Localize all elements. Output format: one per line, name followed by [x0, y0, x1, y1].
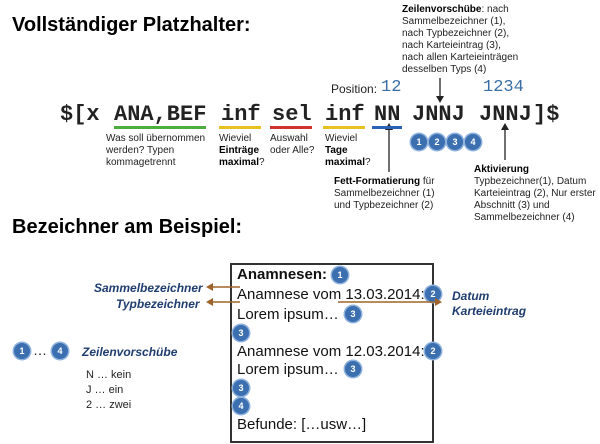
legend-dots: …: [33, 342, 47, 358]
desc-line: oder Alle?: [270, 145, 315, 156]
desc-inf-1: Wieviel Einträge maximal?: [219, 133, 274, 169]
desc-line: Typbezeichner(1), Datum: [474, 176, 587, 187]
desc-line: Was soll übernommen: [106, 133, 206, 144]
example-circle-3d: 3: [233, 380, 249, 396]
arrow-datum-head: [435, 298, 442, 306]
desc-post: ?: [259, 157, 265, 168]
syntax-jnnj-1: JNNJ: [412, 102, 465, 127]
underline-yellow-2: [323, 126, 365, 129]
desc-line: werden? Typen: [106, 145, 175, 156]
desc-sel: Auswahl oder Alle?: [270, 133, 325, 157]
circle-3: 3: [447, 134, 463, 150]
example-heading-text: Anamnesen: [237, 266, 323, 283]
label-zeilenvorschuebe: Zeilenvorschübe: [82, 345, 178, 359]
desc-line: für: [420, 176, 435, 187]
desc-line: Abschnitt (3) und: [474, 200, 550, 211]
underline-green: [114, 126, 206, 129]
arrow-down-head: [436, 96, 444, 103]
desc-line: Wieviel: [219, 133, 252, 144]
example-circle-3b: 3: [233, 325, 249, 341]
example-line-3: Anamnese vom 12.03.2014:: [237, 343, 425, 360]
desc-inf-2: Wieviel Tage maximal?: [325, 133, 380, 169]
desc-ana-bef: Was soll übernommen werden? Typen kommag…: [106, 133, 216, 169]
zeilenvorschuebe-note-line: nach allen Karteieinträgen: [402, 52, 519, 63]
syntax-ana-bef: ANA,BEF: [114, 102, 207, 127]
syntax-prefix: $[x: [60, 102, 100, 127]
example-circle-1: 1: [332, 267, 348, 283]
underline-blue: [372, 126, 402, 129]
arrow-sammel-head: [206, 283, 213, 291]
example-line-1: Anamnese vom 13.03.2014:: [237, 286, 425, 303]
syntax-suffix: ]$: [533, 102, 560, 127]
desc-bold: Aktivierung: [474, 164, 530, 175]
example-circle-3: 3: [345, 306, 361, 322]
desc-bold: Einträge: [219, 145, 260, 156]
example-line-5: Befunde: […usw…]: [237, 416, 367, 433]
underline-yellow: [219, 126, 261, 129]
circle-1: 1: [411, 134, 427, 150]
position-num-12: 12: [381, 78, 402, 97]
desc-line: Sammelbezeichner (4): [474, 212, 575, 223]
desc-line: Wieviel: [325, 133, 358, 144]
zeilenvorschuebe-note: Zeilenvorschübe: nach Sammelbezeichner (…: [402, 4, 582, 76]
zeilenvorschuebe-note-line: Sammelbezeichner (1),: [402, 16, 506, 27]
syntax-inf-1: inf: [221, 102, 261, 127]
desc-line: kommagetrennt: [106, 157, 176, 168]
example-heading: Anamnesen:: [237, 266, 327, 283]
underline-red: [270, 126, 312, 129]
example-circle-3c: 3: [345, 361, 361, 377]
example-line-2: Lorem ipsum…: [237, 306, 339, 323]
title-example: Bezeichner am Beispiel:: [12, 216, 243, 238]
zeilenvorschuebe-note-line: nach Karteieintrag (3),: [402, 40, 501, 51]
syntax-nn: NN: [374, 102, 401, 127]
arrow-typ-head: [206, 298, 213, 306]
desc-bold: maximal: [219, 157, 260, 168]
syntax-inf-2: inf: [325, 102, 365, 127]
example-circle-4: 4: [233, 398, 249, 414]
desc-aktivierung: Aktivierung Typbezeichner(1), Datum Kart…: [474, 164, 599, 224]
label-datum: Datum: [452, 289, 490, 303]
title-full-placeholder: Vollständiger Platzhalter:: [12, 14, 251, 36]
circle-2: 2: [429, 134, 445, 150]
legend-2: 2 … zwei: [86, 399, 132, 411]
zeilenvorschuebe-note-line: desselben Typs (4): [402, 64, 487, 75]
legend-j: J … ein: [86, 384, 124, 396]
example-heading-colon: :: [322, 266, 328, 283]
position-num-1234: 1234: [483, 78, 524, 97]
desc-nn: Fett-Formatierung für Sammelbezeichner (…: [334, 176, 464, 212]
zeilenvorschuebe-note-line: nach Typbezeichner (2),: [402, 28, 510, 39]
desc-line: Sammelbezeichner (1): [334, 188, 435, 199]
desc-line: Karteieintrag (2), Nur erster: [474, 188, 596, 199]
example-circle-2: 2: [425, 286, 441, 302]
circle-4: 4: [465, 134, 481, 150]
desc-line: und Typbezeichner (2): [334, 200, 434, 211]
legend-n: N … kein: [86, 369, 132, 381]
desc-post: ?: [365, 157, 371, 168]
desc-line: Auswahl: [270, 133, 308, 144]
syntax-sel: sel: [272, 102, 312, 127]
zeilenvorschuebe-note-bold: Zeilenvorschübe: [402, 4, 482, 15]
legend-circle-1: 1: [14, 343, 30, 359]
desc-bold: Tage: [325, 145, 348, 156]
label-typbezeichner: Typbezeichner: [116, 297, 200, 311]
zeilenvorschuebe-note-line: : nach: [481, 4, 509, 15]
desc-bold: maximal: [325, 157, 366, 168]
desc-bold: Fett-Formatierung: [334, 176, 421, 187]
legend-circle-4: 4: [52, 343, 68, 359]
syntax-jnnj-2: JNNJ: [479, 102, 532, 127]
example-line-4: Lorem ipsum…: [237, 361, 339, 378]
label-sammelbezeichner: Sammelbezeichner: [94, 281, 203, 295]
position-label: Position:: [331, 82, 378, 96]
example-circle-2b: 2: [425, 343, 441, 359]
arrow-up-head-2: [501, 123, 509, 130]
label-karteieintrag: Karteieintrag: [452, 304, 527, 318]
